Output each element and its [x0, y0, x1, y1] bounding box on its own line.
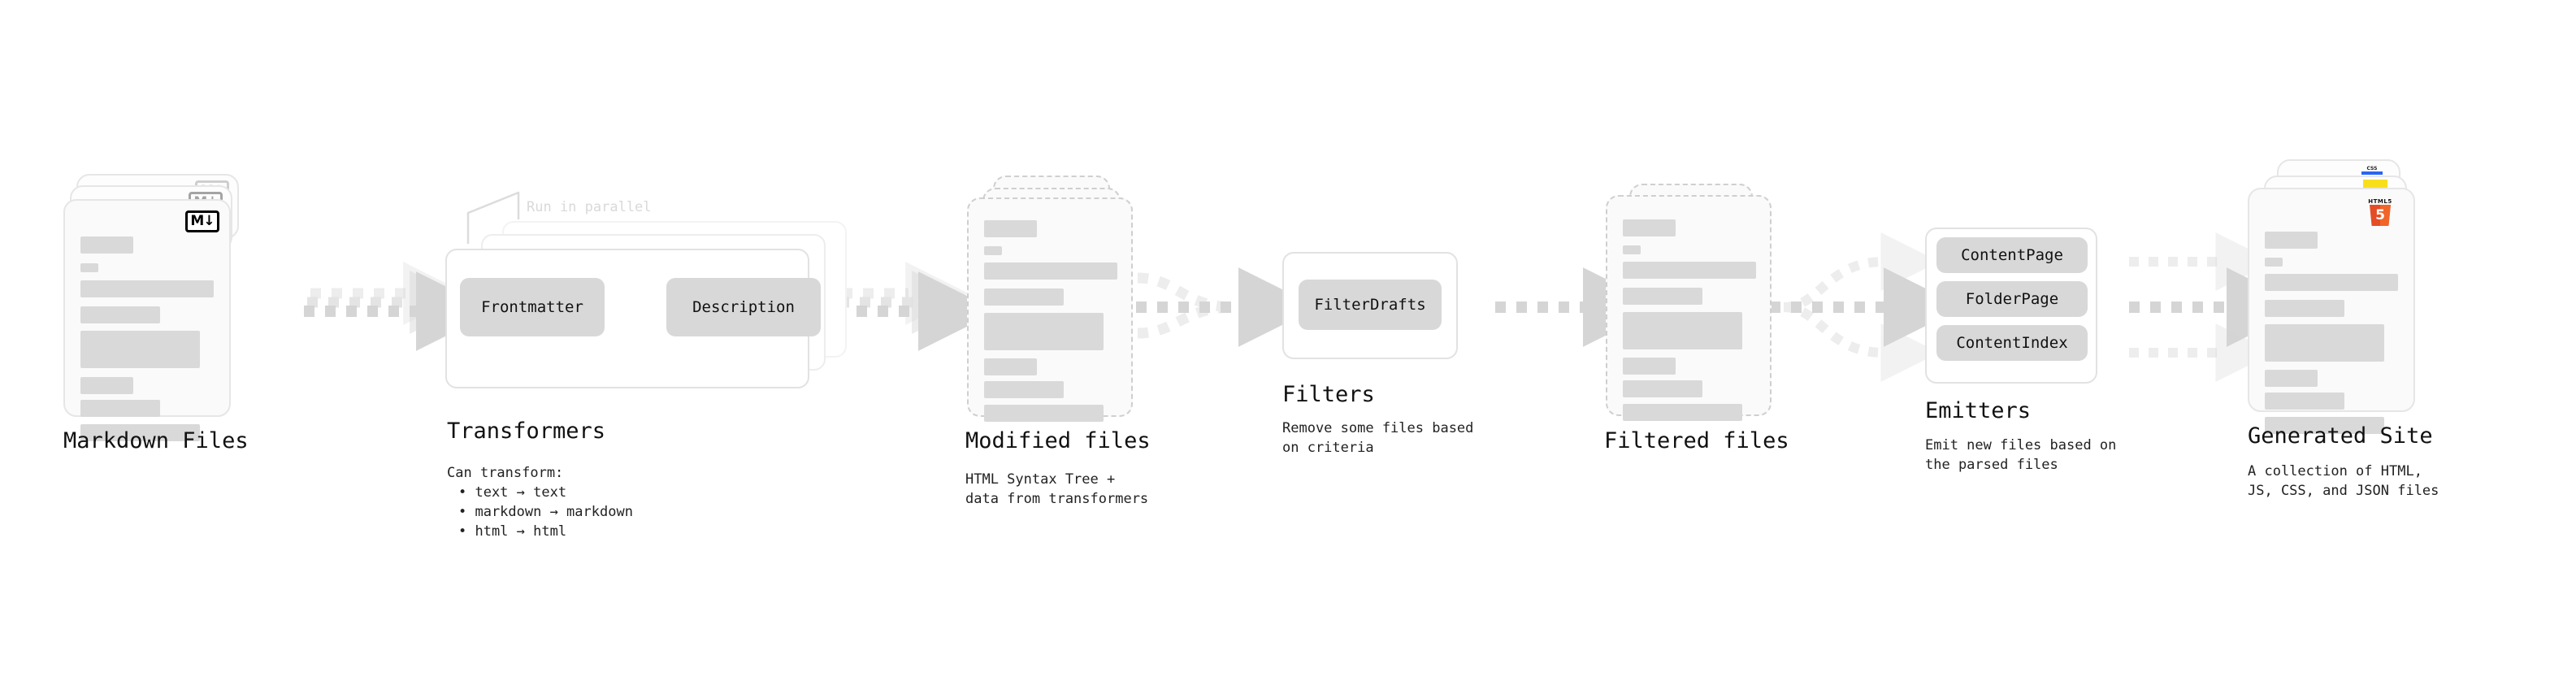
filtered-files-title: Filtered files — [1604, 428, 1789, 453]
transformers-note-heading: Can transform: — [447, 465, 564, 481]
modified-files-title: Modified files — [965, 428, 1151, 453]
transformer-pill-label: Frontmatter — [481, 298, 583, 316]
emitter-pill-contentpage[interactable]: ContentPage — [1936, 237, 2088, 273]
content-bar — [1623, 358, 1676, 375]
content-bar — [1623, 380, 1702, 397]
content-bar — [1623, 245, 1641, 254]
content-bar — [2265, 324, 2384, 362]
emitters-description: Emit new files based on the parsed files — [1925, 436, 2116, 475]
markdown-card-front: M↓ — [63, 199, 231, 441]
transformer-pill-frontmatter[interactable]: Frontmatter — [460, 278, 605, 336]
filtered-card-front — [1606, 195, 1772, 421]
site-card-front: HTML5 5 — [2248, 188, 2415, 434]
description-line: A collection of HTML, — [2248, 463, 2422, 479]
content-bar — [80, 424, 200, 441]
description-line: JS, CSS, and JSON files — [2248, 483, 2439, 499]
content-bar — [984, 220, 1037, 237]
transformers-bullet: • markdown → markdown — [458, 504, 633, 520]
content-bar — [80, 306, 160, 323]
transformers-note: Can transform: • text → text • markdown … — [447, 463, 633, 541]
arrow-md-to-transformers — [304, 262, 496, 351]
generated-site-title: Generated Site — [2248, 423, 2433, 449]
transformer-pill-label: Description — [692, 298, 795, 316]
markdown-files-title: Markdown Files — [63, 428, 249, 453]
transformers-title: Transformers — [447, 419, 606, 444]
css3-icon: CSS — [2361, 166, 2383, 175]
content-bar — [80, 280, 214, 297]
emitter-pill-contentindex[interactable]: ContentIndex — [1936, 325, 2088, 361]
content-bar — [80, 400, 160, 417]
html5-icon-shield: 5 — [2370, 205, 2391, 226]
description-line: Remove some files based — [1282, 420, 1474, 436]
content-bar — [80, 236, 133, 254]
content-bar — [2265, 258, 2283, 267]
html5-icon-label: HTML5 — [2368, 198, 2392, 205]
transformers-bullet: • html → html — [458, 523, 567, 540]
content-bar — [1623, 312, 1742, 349]
description-line: Emit new files based on — [1925, 437, 2117, 453]
markdown-icon: M↓ — [185, 210, 219, 232]
content-bar — [2265, 232, 2318, 249]
emitters-title: Emitters — [1925, 398, 2032, 423]
content-bar — [2265, 300, 2344, 317]
filter-pill-label: FilterDrafts — [1314, 296, 1426, 314]
emitter-pill-label: ContentIndex — [1956, 334, 2068, 352]
content-bar — [80, 377, 133, 394]
description-line: HTML Syntax Tree + — [965, 471, 1116, 488]
description-line: data from transformers — [965, 491, 1149, 507]
html5-icon: HTML5 5 — [2368, 198, 2392, 226]
arrow-modified-to-filters — [1136, 267, 1318, 347]
description-line: the parsed files — [1925, 457, 2058, 473]
emitter-pill-folderpage[interactable]: FolderPage — [1936, 281, 2088, 317]
filters-title: Filters — [1282, 382, 1375, 407]
filters-description: Remove some files based on criteria — [1282, 419, 1473, 458]
content-bar — [984, 246, 1002, 255]
modified-card-front — [967, 197, 1133, 422]
content-bar — [80, 263, 98, 272]
description-line: on criteria — [1282, 440, 1374, 456]
transformers-note-bullets: • text → text • markdown → markdown • ht… — [458, 483, 633, 541]
content-bar — [984, 358, 1037, 375]
css3-icon-rule — [2361, 171, 2383, 175]
content-bar — [2265, 370, 2318, 387]
filter-pill-filterdrafts[interactable]: FilterDrafts — [1299, 280, 1442, 330]
generated-site-description: A collection of HTML, JS, CSS, and JSON … — [2248, 462, 2439, 501]
content-bar — [2265, 393, 2344, 410]
content-bar — [1623, 404, 1742, 421]
arrow-filtered-to-emitters — [1770, 232, 1963, 382]
content-bar — [80, 331, 200, 368]
transformer-pill-description[interactable]: Description — [666, 278, 821, 336]
modified-files-description: HTML Syntax Tree + data from transformer… — [965, 470, 1148, 509]
run-in-parallel-label: Run in parallel — [527, 199, 652, 215]
css3-icon-label: CSS — [2366, 166, 2378, 171]
content-bar — [984, 405, 1104, 422]
content-bar — [984, 381, 1064, 398]
content-bar — [1623, 219, 1676, 236]
content-bar — [984, 262, 1117, 280]
content-bar — [984, 288, 1064, 306]
content-bar — [2265, 417, 2384, 434]
emitter-pill-label: FolderPage — [1965, 290, 2059, 308]
content-bar — [1623, 288, 1702, 305]
content-bar — [984, 313, 1104, 350]
content-bar — [2265, 274, 2398, 291]
content-bar — [1623, 262, 1756, 279]
emitter-pill-label: ContentPage — [1961, 246, 2063, 264]
transformers-bullet: • text → text — [458, 484, 567, 501]
arrow-emitters-to-site — [2129, 232, 2306, 382]
